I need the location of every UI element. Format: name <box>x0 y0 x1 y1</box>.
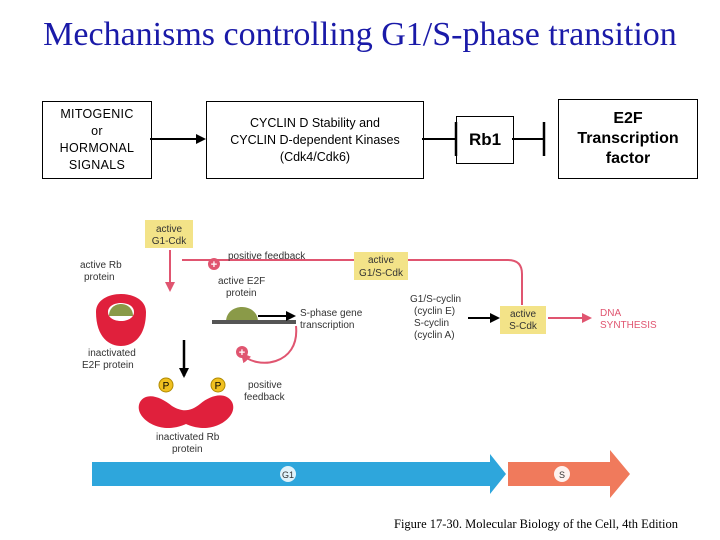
mitogenic-line-3: HORMONAL <box>59 141 135 155</box>
active-g1s-cdk-line-2: G1/S-Cdk <box>359 268 404 279</box>
sphase-gene-line-2: transcription <box>300 320 354 331</box>
cyclins-line-4: (cyclin A) <box>414 330 455 341</box>
top-feedback-path <box>182 259 523 305</box>
active-rb-line-1: active Rb <box>80 260 122 271</box>
active-s-cdk-line-2: S-Cdk <box>509 321 538 332</box>
active-g1s-cdk-line-1: active <box>368 255 395 266</box>
inactivated-e2f-protein <box>109 304 133 316</box>
cyclin-line-1: CYCLIN D Stability and <box>250 115 380 130</box>
inactivated-e2f-line-1: inactivated <box>88 348 136 359</box>
phosphate-left-text: P <box>163 381 170 392</box>
active-e2f-protein <box>226 307 258 322</box>
active-g1-cdk-line-1: active <box>156 224 183 235</box>
positive-feedback-top: positive feedback <box>228 251 306 262</box>
bottom-feedback-path <box>240 325 298 364</box>
mitogenic-line-4: SIGNALS <box>68 158 126 172</box>
s-phase-marker <box>554 466 570 482</box>
phosphate-right-text: P <box>215 381 222 392</box>
e2f-line-2: Transcription <box>577 130 679 147</box>
plus-bottom-icon <box>236 346 248 358</box>
active-g1-cdk-line-2: G1-Cdk <box>152 236 187 247</box>
g1-phase-marker <box>280 466 296 482</box>
mitogenic-signals-box: MITOGENIC or HORMONAL SIGNALS <box>42 101 152 179</box>
active-rb-protein <box>96 294 146 346</box>
plus-top-text: + <box>211 259 217 271</box>
mitogenic-line-2: or <box>91 124 103 138</box>
figure-caption: Figure 17-30. Molecular Biology of the C… <box>394 517 678 531</box>
positive-feedback-bottom-line-1: positive <box>248 380 282 391</box>
e2f-line-1: E2F <box>613 110 643 127</box>
s-phase-label: S <box>559 470 565 480</box>
active-e2f-line-1: active E2F <box>218 276 265 287</box>
inactivated-rb-line-1: inactivated Rb <box>156 432 220 443</box>
g1-phase-arrow <box>92 454 506 494</box>
active-e2f-line-2: protein <box>226 288 257 299</box>
cyclins-line-2: (cyclin E) <box>414 306 455 317</box>
cyclin-line-3: (Cdk4/Cdk6) <box>279 149 351 164</box>
cyclin-d-box: CYCLIN D Stability and CYCLIN D-dependen… <box>206 101 424 179</box>
plus-bottom-text: + <box>239 347 245 359</box>
active-g1s-cdk-label-bg <box>354 252 408 280</box>
positive-feedback-bottom-line-2: feedback <box>244 392 286 403</box>
e2f-box: E2F Transcription factor <box>558 99 698 179</box>
phosphate-left-icon <box>158 377 174 393</box>
active-rb-line-2: protein <box>84 272 115 283</box>
inactivated-rb-protein <box>138 395 234 428</box>
cyclin-line-2: CYCLIN D-dependent Kinases <box>230 132 400 147</box>
g1-phase-label: G1 <box>282 470 294 480</box>
page-title: Mechanisms controlling G1/S-phase transi… <box>43 16 677 53</box>
plus-top-icon <box>208 258 220 270</box>
active-s-cdk-line-1: active <box>510 309 537 320</box>
phosphate-right-icon <box>210 377 226 393</box>
inactivated-rb-line-2: protein <box>172 444 203 455</box>
active-g1-cdk-label-bg <box>145 220 193 248</box>
dna-synthesis-line-1: DNA <box>600 308 621 319</box>
cyclins-line-1: G1/S-cyclin <box>410 294 461 305</box>
active-s-cdk-label-bg <box>500 306 546 334</box>
sphase-gene-line-1: S-phase gene <box>300 308 363 319</box>
rb1-label: Rb1 <box>468 130 502 149</box>
e2f-line-3: factor <box>605 150 651 167</box>
mitogenic-line-1: MITOGENIC <box>60 107 134 121</box>
inactivated-e2f-line-2: E2F protein <box>82 360 134 371</box>
dna-synthesis-line-2: SYNTHESIS <box>600 320 657 331</box>
cyclins-line-3: S-cyclin <box>414 318 449 329</box>
